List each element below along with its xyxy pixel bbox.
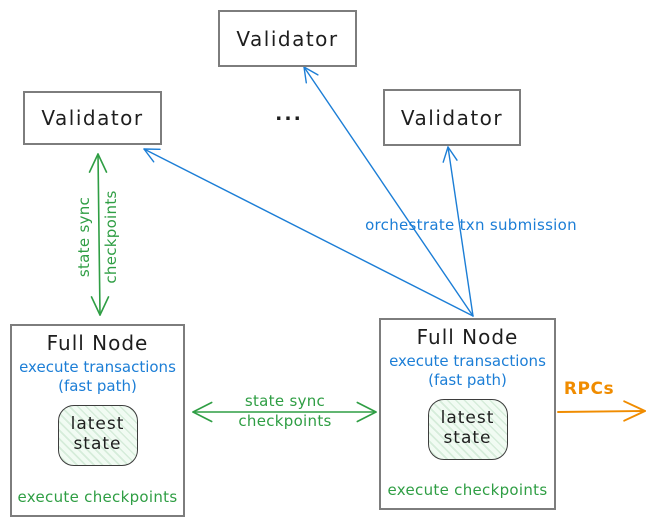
middle-state-sync-label: state sync checkpoints	[225, 392, 345, 432]
state-sync-arrow-between-fullnodes	[192, 401, 377, 423]
fast-path-text: (fast path)	[58, 376, 137, 395]
full-node-right-box: Full Node execute transactions (fast pat…	[379, 318, 556, 510]
full-node-right-execute-checkpoints: execute checkpoints	[387, 481, 548, 499]
latest-state-text: latest	[70, 414, 125, 435]
validator-right-box: Validator	[383, 89, 521, 146]
validator-left-label: Validator	[41, 106, 144, 130]
validator-top-box: Validator	[218, 10, 357, 67]
full-node-left-execute-checkpoints: execute checkpoints	[17, 488, 178, 506]
orchestrate-arrow-to-left-validator	[143, 148, 474, 317]
arrow-line	[557, 410, 646, 413]
arrow-line	[97, 153, 101, 316]
full-node-left-latest-state-box: latest state	[57, 404, 138, 466]
execute-transactions-text: execute transactions	[19, 358, 176, 376]
arrowhead-icon	[90, 296, 110, 316]
validator-left-box: Validator	[23, 91, 162, 145]
left-state-sync-label: state sync checkpoints	[75, 182, 120, 292]
orchestrate-arrow-to-right-validator	[442, 146, 474, 317]
latest-state-text: state	[73, 434, 122, 454]
arrow-line	[143, 148, 474, 317]
validator-top-label: Validator	[236, 26, 339, 51]
full-node-right-execute-transactions: execute transactions (fast path)	[389, 352, 546, 390]
state-sync-text: state sync	[244, 392, 326, 410]
full-node-left-box: Full Node execute transactions (fast pat…	[10, 324, 185, 517]
arrowhead-icon	[442, 146, 458, 163]
state-sync-arrow-validator-fullnode	[88, 153, 110, 316]
latest-state-text: state	[443, 428, 492, 448]
rpcs-arrow	[557, 400, 646, 422]
checkpoints-text: checkpoints	[102, 190, 120, 284]
full-node-left-title: Full Node	[46, 331, 149, 355]
full-node-right-title: Full Node	[416, 325, 519, 349]
orchestrate-txn-submission-label: orchestrate txn submission	[365, 216, 577, 234]
full-node-right-latest-state-box: latest state	[427, 398, 508, 460]
arrow-line	[447, 146, 474, 317]
fast-path-text: (fast path)	[428, 370, 507, 389]
validator-right-label: Validator	[400, 105, 504, 130]
arrowhead-icon	[192, 401, 213, 423]
arrow-line	[303, 66, 474, 317]
arrowhead-icon	[88, 153, 108, 173]
arrowhead-icon	[143, 148, 161, 163]
state-sync-text: state sync	[75, 196, 93, 278]
orchestrate-arrow-to-top-validator	[303, 66, 474, 317]
checkpoints-text: checkpoints	[238, 411, 332, 430]
validators-ellipsis: ...	[275, 103, 303, 125]
execute-transactions-text: execute transactions	[389, 352, 546, 370]
rpcs-label: RPCs	[563, 379, 615, 399]
arrowhead-icon	[303, 66, 319, 84]
latest-state-text: latest	[440, 408, 495, 429]
arrowhead-icon	[356, 401, 377, 423]
full-node-left-execute-transactions: execute transactions (fast path)	[19, 358, 176, 396]
arrowhead-icon	[623, 400, 646, 422]
